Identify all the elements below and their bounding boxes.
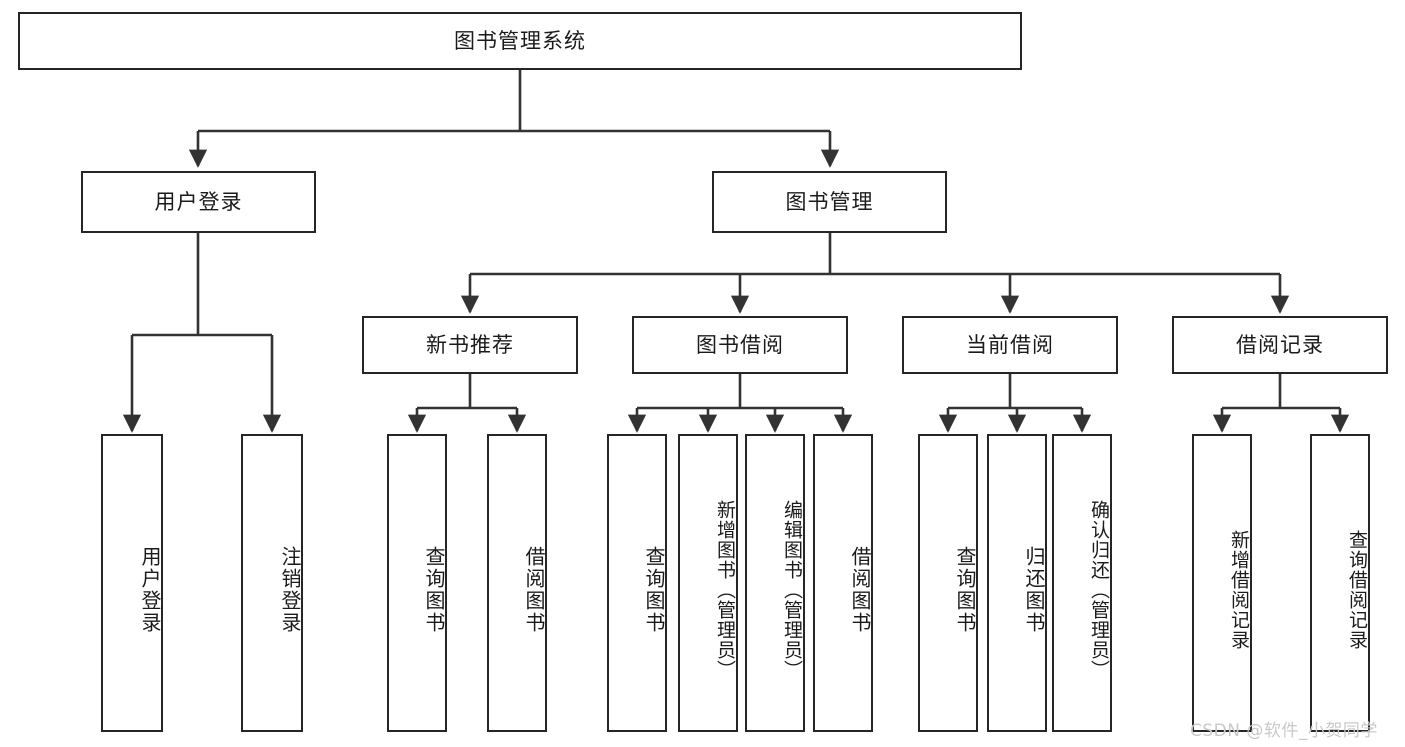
node-book-management[interactable]: 图书管理 — [712, 171, 947, 233]
leaf-user-login[interactable]: 用户登录 — [101, 434, 163, 732]
csdn-watermark: CSDN @软件_小贺同学 — [1190, 721, 1378, 741]
leaf-return-book[interactable]: 归还图书 — [987, 434, 1047, 732]
leaf-add-book-admin[interactable]: 新增图书（管理员） — [678, 434, 738, 732]
leaf-confirm-return-admin[interactable]: 确认归还（管理员） — [1052, 434, 1112, 732]
leaf-user-logout[interactable]: 注销登录 — [241, 434, 303, 732]
leaf-borrow-book[interactable]: 借阅图书 — [813, 434, 873, 732]
node-borrow-record[interactable]: 借阅记录 — [1172, 316, 1388, 374]
leaf-query-borrow-record[interactable]: 查询借阅记录 — [1310, 434, 1370, 732]
node-new-book-recommend[interactable]: 新书推荐 — [362, 316, 578, 374]
node-root-book-management-system[interactable]: 图书管理系统 — [18, 12, 1022, 70]
leaf-edit-book-admin[interactable]: 编辑图书（管理员） — [745, 434, 805, 732]
node-current-borrow[interactable]: 当前借阅 — [902, 316, 1118, 374]
node-book-borrow[interactable]: 图书借阅 — [632, 316, 848, 374]
node-user-login[interactable]: 用户登录 — [81, 171, 316, 233]
leaf-query-book-current[interactable]: 查询图书 — [918, 434, 978, 732]
leaf-query-book-recommend[interactable]: 查询图书 — [387, 434, 447, 732]
leaf-borrow-book-recommend[interactable]: 借阅图书 — [487, 434, 547, 732]
leaf-add-borrow-record[interactable]: 新增借阅记录 — [1192, 434, 1252, 732]
leaf-query-book-borrow[interactable]: 查询图书 — [607, 434, 667, 732]
